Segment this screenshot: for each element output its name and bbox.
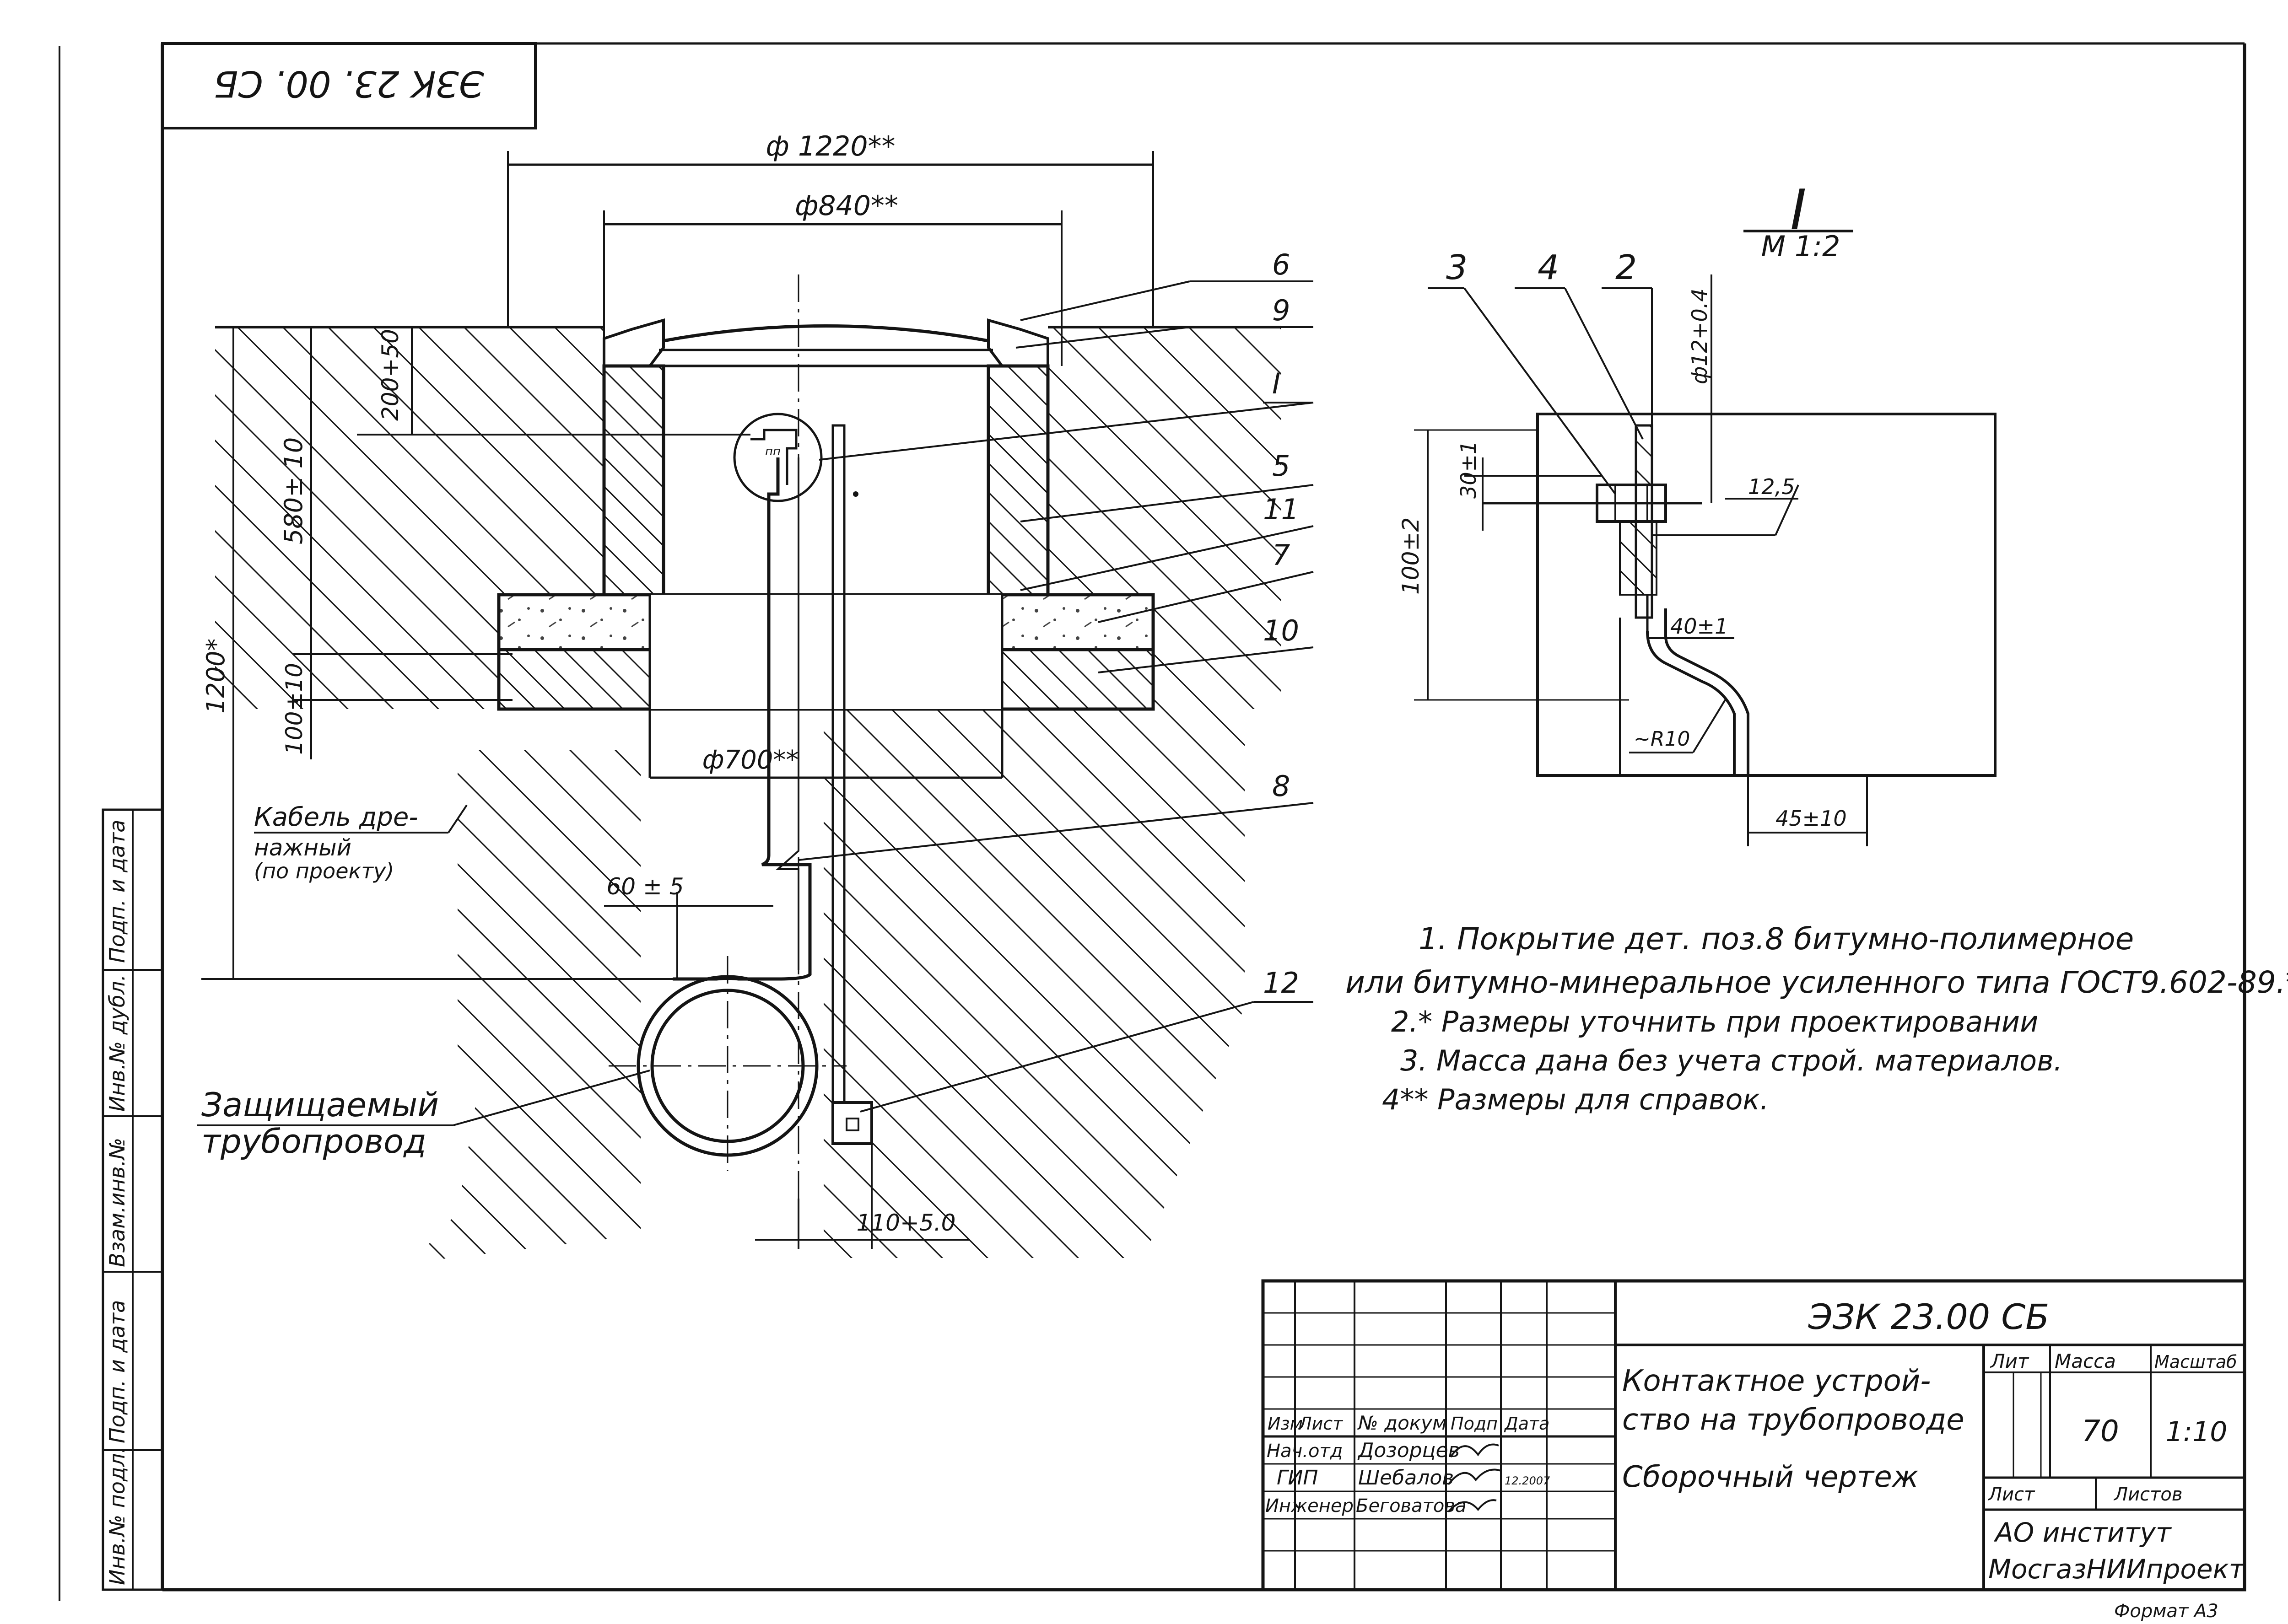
- note-1: 1. Покрытие дет. поз.8 битумно-полимерно…: [1419, 921, 2134, 957]
- cable-label-3: (по проекту): [254, 859, 394, 883]
- position-leaders: 6 9 I 5 11 7 10 8 12: [798, 248, 1314, 1113]
- title-block: Изм Лист № докум Подп Дата Нач.отд Дозор…: [1261, 1279, 2246, 1592]
- detail-dim-d12: ф12+0.4: [1687, 288, 1712, 384]
- tb-h-date: Дата: [1504, 1414, 1549, 1434]
- cable-label: Кабель дре- нажный (по проекту): [254, 802, 468, 883]
- signature-3: [1447, 1499, 1497, 1513]
- tb-sheet-label: Лист: [1987, 1484, 2035, 1505]
- dim-h200: 200+50: [377, 329, 404, 421]
- tb-name-1: Дозорцев: [1357, 1439, 1460, 1462]
- stamp-box: ЭЗК 23. 00. СБ: [161, 42, 537, 129]
- tb-lit-label: Лит: [1990, 1350, 2029, 1372]
- detail-scale: М 1:2: [1761, 230, 1840, 263]
- format-label: Формат А3: [2114, 1601, 2218, 1622]
- dim-d840: ф840**: [795, 190, 898, 222]
- detail-dim-h30: 30±1: [1456, 441, 1481, 499]
- tb-name-line3: Сборочный чертеж: [1622, 1460, 1919, 1494]
- dim-d110: 110+5.0: [857, 1210, 956, 1236]
- detail-callout-3: 3: [1446, 248, 1468, 287]
- dim-d700: ф700**: [702, 745, 799, 775]
- tb-scale-label: Масштаб: [2154, 1352, 2237, 1372]
- stamp-code: ЭЗК 23. 00. СБ: [214, 63, 484, 104]
- tb-h-izm: Изм: [1268, 1414, 1303, 1434]
- dim-h100: 100±10: [281, 663, 308, 755]
- pos-7: 7: [1272, 538, 1290, 572]
- svg-text:пп: пп: [765, 445, 781, 458]
- cable-label-2: нажный: [254, 834, 351, 861]
- side-stamp: Подп. и дата Инв.№ дубл. Взам.инв.№ Подп…: [102, 808, 164, 1591]
- dim-h1200: 1200*: [201, 639, 230, 714]
- detail-dim-h100: 100±2: [1398, 517, 1424, 595]
- pipe-label: Защищаемый трубопровод: [197, 1070, 650, 1161]
- tb-name-line1: Контактное устрой-: [1622, 1364, 1931, 1398]
- tb-h-sign: Подп: [1451, 1414, 1498, 1434]
- ring-wall-right: [987, 364, 1050, 597]
- pipe-label-2: трубопровод: [201, 1122, 426, 1161]
- main-dimensions: ф 1220** ф840** ф700** 200+50 580± 10 10…: [201, 130, 1154, 1249]
- pos-9: 9: [1272, 294, 1290, 327]
- pos-5: 5: [1272, 449, 1290, 483]
- detail-dim-w12-5: 12,5: [1748, 474, 1795, 499]
- tb-h-doc: № докум: [1357, 1412, 1447, 1434]
- dim-h580: 580± 10: [279, 437, 308, 544]
- side-stamp-1: Подп. и дата: [105, 820, 130, 963]
- side-stamp-4: Подп. и дата: [105, 1300, 130, 1443]
- note-4: 4** Размеры для справок.: [1382, 1083, 1769, 1116]
- pipe-label-1: Защищаемый: [201, 1086, 439, 1124]
- side-stamp-2: Инв.№ дубл.: [105, 974, 130, 1112]
- tb-role-3: Инженер: [1265, 1495, 1354, 1516]
- tb-sheets-label: Листов: [2113, 1484, 2182, 1505]
- tb-code: ЭЗК 23.00 СБ: [1808, 1296, 2050, 1337]
- side-stamp-3: Взам.инв.№: [105, 1138, 130, 1267]
- cable-label-1: Кабель дре-: [254, 802, 418, 832]
- tb-mass-label: Масса: [2055, 1350, 2116, 1372]
- detail-view: I М 1:2 3 4 2 ф12+0.4 30±1: [1398, 178, 1997, 846]
- tb-name-line2: ство на трубопроводе: [1622, 1403, 1964, 1437]
- tb-org-2: МосгазНИИпроект: [1988, 1554, 2245, 1585]
- tb-mass: 70: [2082, 1414, 2119, 1448]
- detail-callout-2: 2: [1615, 248, 1637, 287]
- signature-1: [1450, 1443, 1499, 1458]
- detail-dim-w45: 45±10: [1775, 806, 1847, 831]
- note-3: 3. Масса дана без учета строй. материало…: [1400, 1044, 2062, 1077]
- tb-role-2: ГИП: [1277, 1466, 1318, 1490]
- notes: 1. Покрытие дет. поз.8 битумно-полимерно…: [1345, 921, 2288, 1116]
- tb-org-1: АО институт: [1993, 1517, 2172, 1548]
- pos-I: I: [1272, 367, 1280, 400]
- signature-2: [1447, 1468, 1501, 1485]
- pos-8: 8: [1272, 769, 1290, 803]
- detail-callout-4: 4: [1538, 248, 1559, 287]
- note-1b: или битумно-минеральное усиленного типа …: [1345, 965, 2288, 1000]
- pos-11: 11: [1263, 493, 1299, 526]
- side-stamp-5: Инв.№ подл.: [105, 1447, 130, 1585]
- dim-d1220: ф 1220**: [766, 130, 895, 162]
- pos-6: 6: [1272, 248, 1290, 281]
- detail-dim-r10: ~R10: [1634, 727, 1690, 751]
- tb-h-list: Лист: [1298, 1414, 1344, 1434]
- tb-sig-date: 12.2007: [1505, 1474, 1550, 1487]
- tb-role-1: Нач.отд: [1267, 1441, 1343, 1462]
- dim-d60: 60 ± 5: [606, 873, 684, 900]
- detail-dim-w40: 40±1: [1670, 614, 1728, 639]
- ring-wall-left: [602, 364, 665, 597]
- main-section-view: пп: [215, 274, 1281, 1263]
- pos-12: 12: [1263, 966, 1299, 1000]
- tb-name-2: Шебалов: [1358, 1466, 1454, 1490]
- tb-name-3: Беговатова: [1356, 1495, 1466, 1516]
- pos-10: 10: [1263, 614, 1299, 647]
- tb-scale: 1:10: [2166, 1416, 2228, 1448]
- note-2: 2.* Размеры уточнить при проектировании: [1391, 1005, 2038, 1038]
